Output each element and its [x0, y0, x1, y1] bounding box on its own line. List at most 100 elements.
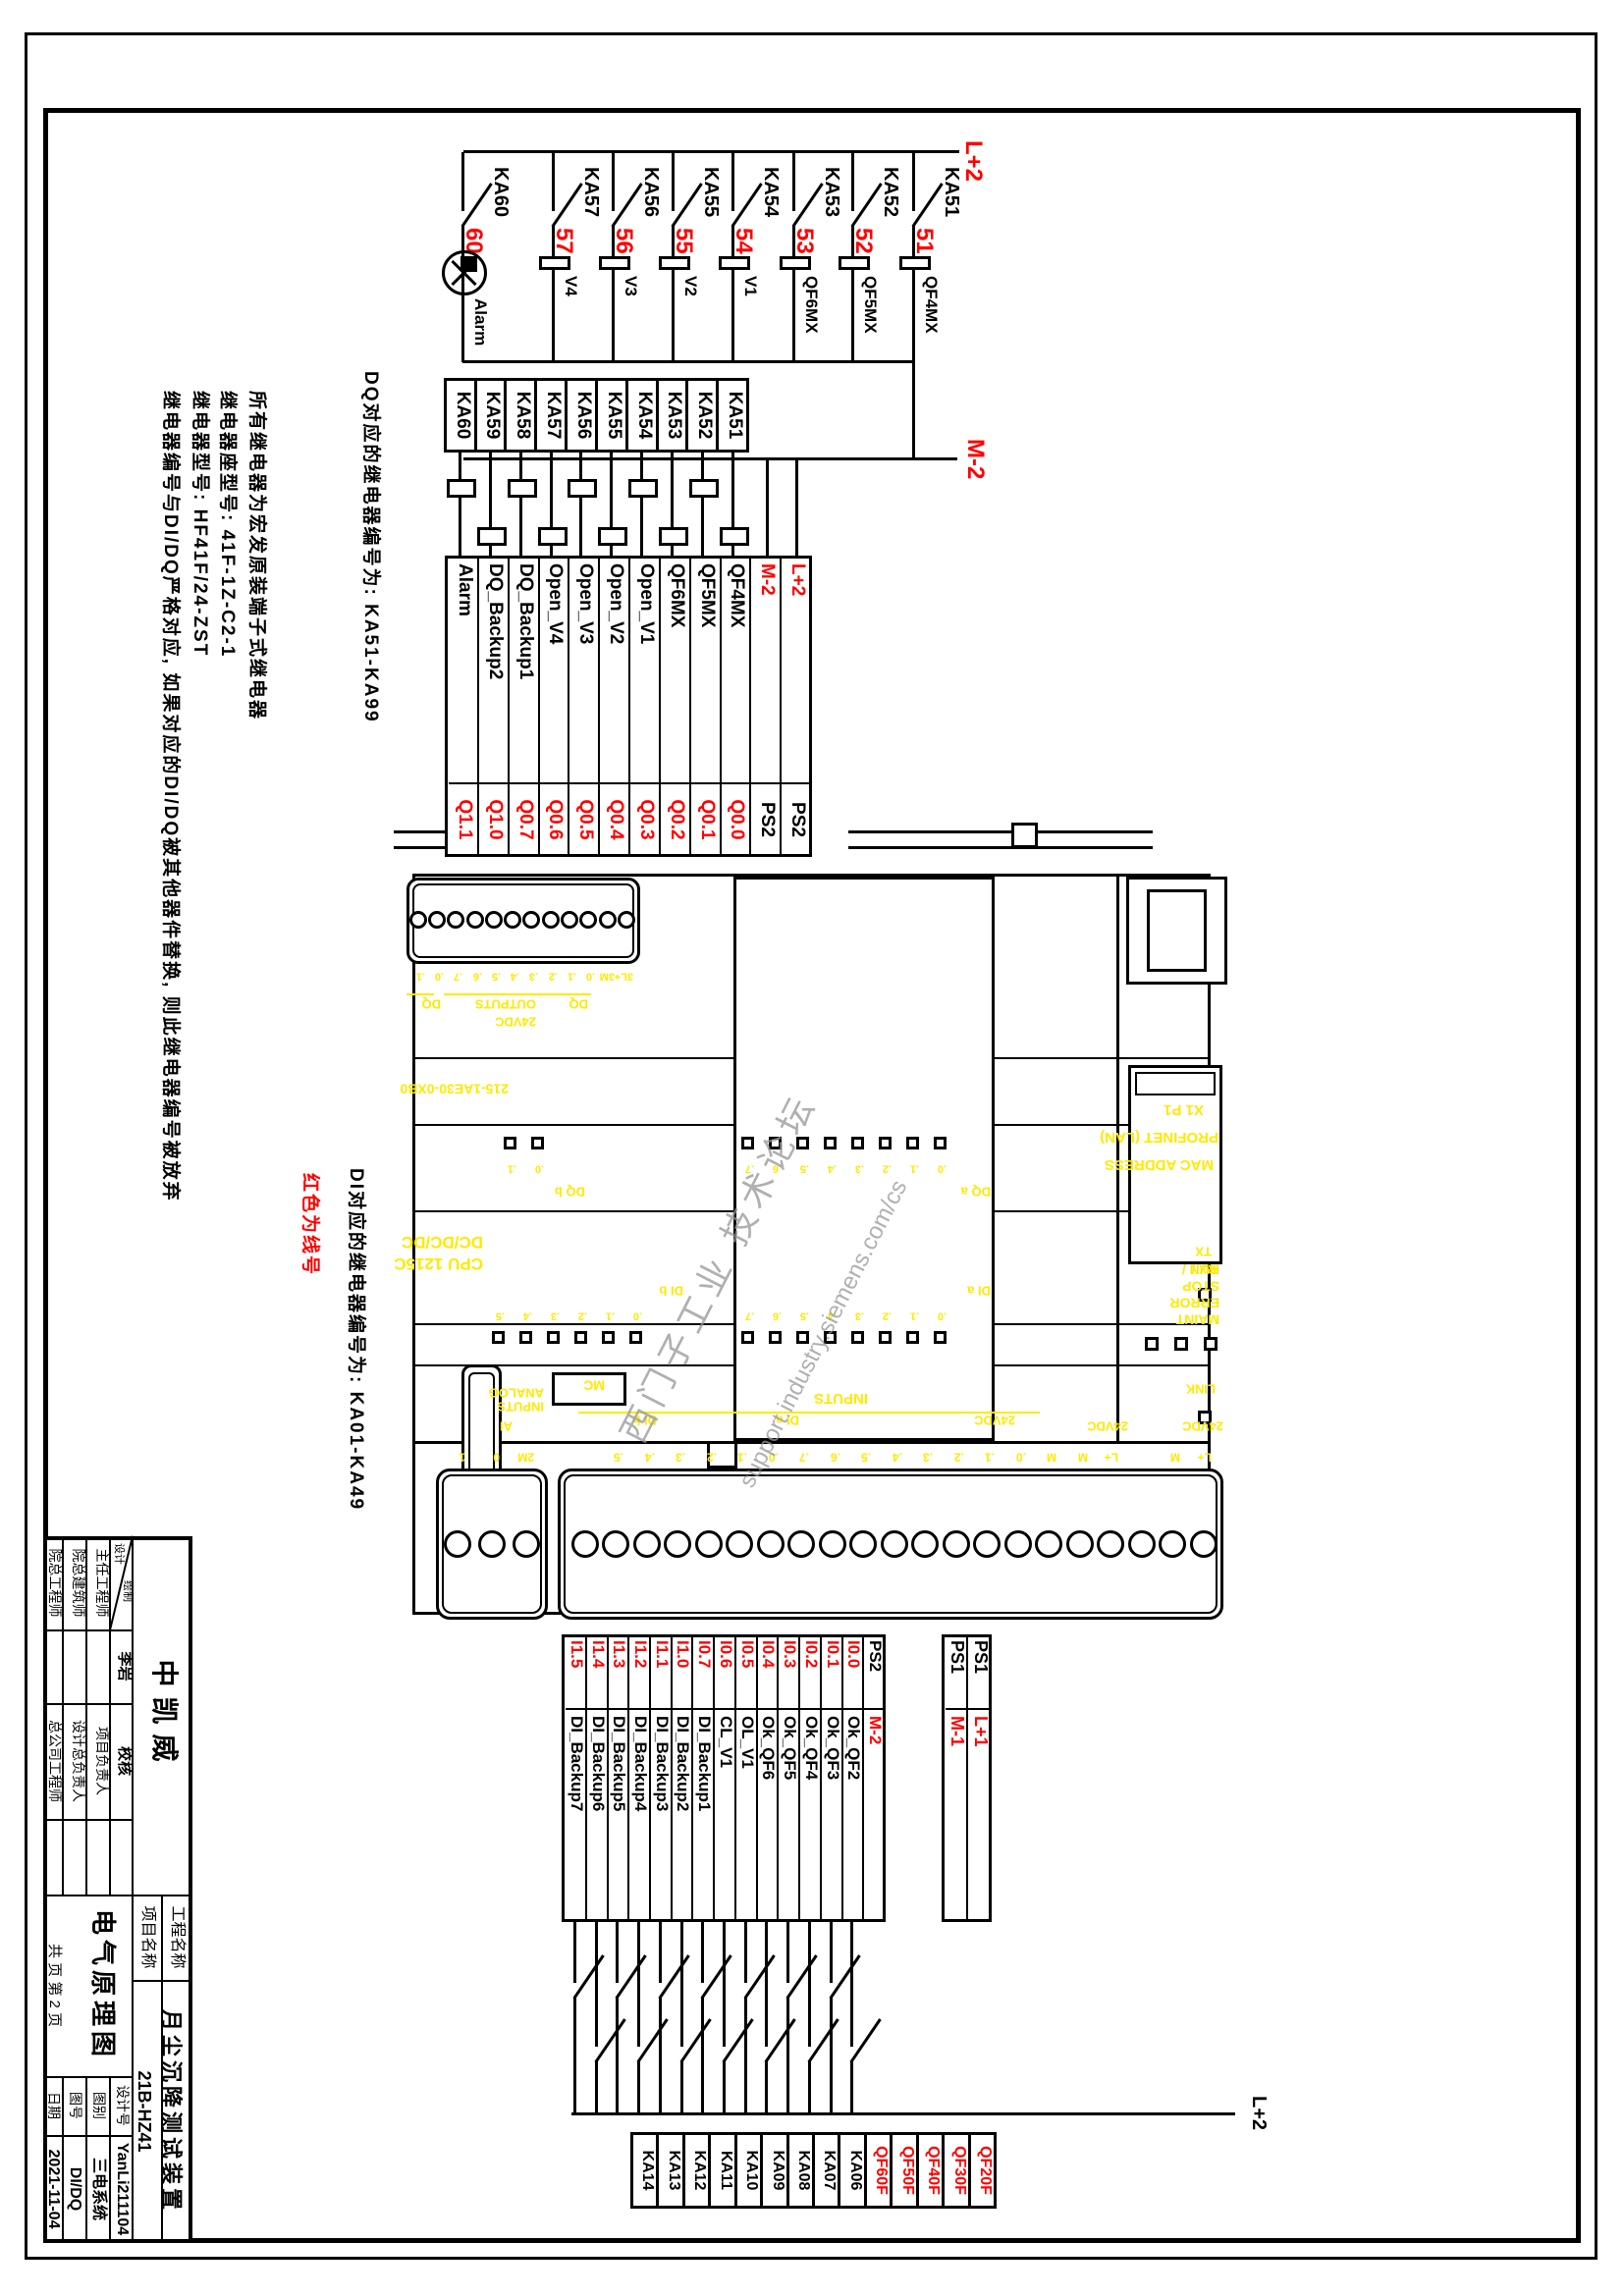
- bracket: [444, 993, 591, 995]
- di-signal-name: Ok_QF3: [823, 1716, 842, 1781]
- relay-box-label: KA56: [572, 391, 594, 440]
- di-relay-label: KA13: [665, 2150, 682, 2191]
- di-led-tick: .0: [632, 1309, 642, 1322]
- dq-led-tick: .0: [534, 1162, 544, 1175]
- inner-frame: [43, 108, 1581, 113]
- di-wire: [807, 2061, 811, 2112]
- m2-return-label: M-2: [962, 439, 989, 480]
- status-label: MAINT: [1175, 1311, 1219, 1328]
- dq-screw-terminal: [618, 911, 635, 929]
- di-led-tick: .3: [854, 1309, 864, 1322]
- di-contact: [700, 1954, 733, 2000]
- tb-project-name: 月尘沉降测试装置: [159, 2008, 184, 2214]
- dq-screw-terminal: [408, 911, 427, 929]
- di-led: [769, 1331, 782, 1344]
- dq-terminal-label: .0: [434, 970, 444, 983]
- di-wire: [679, 1922, 683, 2047]
- di-wire: [743, 1922, 747, 1983]
- rung-wire: [672, 152, 675, 211]
- di-led: [934, 1331, 947, 1344]
- mac-address-label: MAC ADDRESS: [1104, 1155, 1214, 1173]
- ai-label: AI: [500, 1418, 513, 1434]
- di-contact: [679, 2018, 712, 2063]
- table-grid: [946, 1708, 992, 1710]
- tx-label: TX: [1195, 1244, 1212, 1259]
- di-led: [602, 1331, 615, 1344]
- table-grid: [476, 556, 479, 857]
- di-signal-name: CL_V1: [716, 1716, 735, 1768]
- relay-contact-label: KA52: [880, 167, 901, 218]
- dq-signal-name: L+2: [787, 563, 808, 597]
- di-contact: [594, 2018, 626, 2063]
- di-contact: [722, 2018, 754, 2063]
- dq-signal-name: DQ_Backup2: [484, 563, 506, 680]
- di-terminal-label: .2: [953, 1450, 964, 1465]
- dq-terminal-label: .1: [415, 970, 425, 983]
- di-screw-terminal: [1066, 1530, 1094, 1558]
- di-led: [851, 1331, 864, 1344]
- relay-contact: [671, 183, 703, 228]
- rung-wire: [851, 152, 854, 211]
- di-screw-terminal: [633, 1530, 661, 1558]
- red-note: 红色为线号: [299, 1173, 320, 1277]
- profinet-lan-label: PROFINET (LAN): [1100, 1128, 1218, 1146]
- table-grid: [658, 556, 661, 857]
- relay-box-label: KA51: [725, 391, 745, 440]
- di-signal-name: DI_Backup5: [610, 1716, 629, 1812]
- profinet-port-inner: [1147, 889, 1207, 972]
- tb-company: 中凯威: [149, 1659, 180, 1772]
- di-wire: [616, 1998, 620, 2112]
- relay-box-label: KA57: [543, 391, 565, 440]
- di-contact: [785, 1954, 818, 2000]
- dq-group-label: DQ: [421, 996, 442, 1012]
- di-screw-terminal: [757, 1530, 785, 1558]
- cpu-power: DC/DC/DC: [401, 1232, 483, 1252]
- table-grid: [688, 556, 691, 857]
- contact-box: [598, 527, 628, 546]
- relay-box-label: KA58: [513, 391, 534, 440]
- di-wire: [765, 1922, 769, 2047]
- di-wire: [701, 1998, 705, 2112]
- note-line: 继电器座型号: 41F-1Z-C2-1: [217, 391, 238, 659]
- di-address: I1.0: [674, 1640, 693, 1669]
- tb-project-manager: 项目负责人: [94, 1727, 110, 1795]
- x1p1-label: X1 P1: [1164, 1100, 1204, 1118]
- di-wire: [616, 1922, 620, 1983]
- ps1-address: PS1: [947, 1640, 968, 1675]
- di-relay-label: QF40F: [925, 2146, 943, 2195]
- dq-signal-name: M-2: [757, 563, 779, 596]
- di-led-tick: .4: [522, 1309, 532, 1322]
- di-led: [879, 1331, 892, 1344]
- dq-screw-terminal: [465, 911, 484, 929]
- di-wire: [594, 2061, 598, 2112]
- di-terminal-label: M: [1078, 1450, 1088, 1465]
- di-terminal-label: .3: [923, 1450, 934, 1465]
- coil-box: [839, 256, 870, 270]
- di-contact: [743, 1954, 776, 2000]
- di-wire: [850, 2061, 854, 2112]
- mac-sticker: [1135, 1072, 1216, 1095]
- coil-box: [599, 256, 630, 270]
- din-rail: [394, 846, 446, 849]
- tb-item-label: 项目名称: [139, 1905, 156, 1969]
- return-rail: [462, 360, 915, 363]
- dq-address: Q1.1: [454, 799, 475, 840]
- dq-screw-terminal: [428, 911, 446, 929]
- outer-border: [25, 32, 27, 2260]
- di-wire: [765, 2061, 769, 2112]
- relay-contact: [551, 183, 583, 228]
- outer-border: [1595, 32, 1597, 2260]
- dq-signal-name: Open_V2: [606, 563, 627, 645]
- table-grid: [566, 1708, 886, 1710]
- relay-contact-label: KA57: [580, 167, 602, 218]
- wire-number: 51: [911, 228, 938, 254]
- di-screw-terminal: [1190, 1530, 1218, 1558]
- ai-screw-terminal: [513, 1530, 540, 1558]
- outer-border: [25, 32, 1597, 35]
- dq-led-group: DQ b: [554, 1184, 585, 1200]
- dq-screw-terminal: [561, 911, 579, 929]
- plc-divider: [995, 1364, 1211, 1366]
- dq-address: Q0.5: [575, 799, 597, 840]
- di-terminal-label: .7: [799, 1450, 810, 1465]
